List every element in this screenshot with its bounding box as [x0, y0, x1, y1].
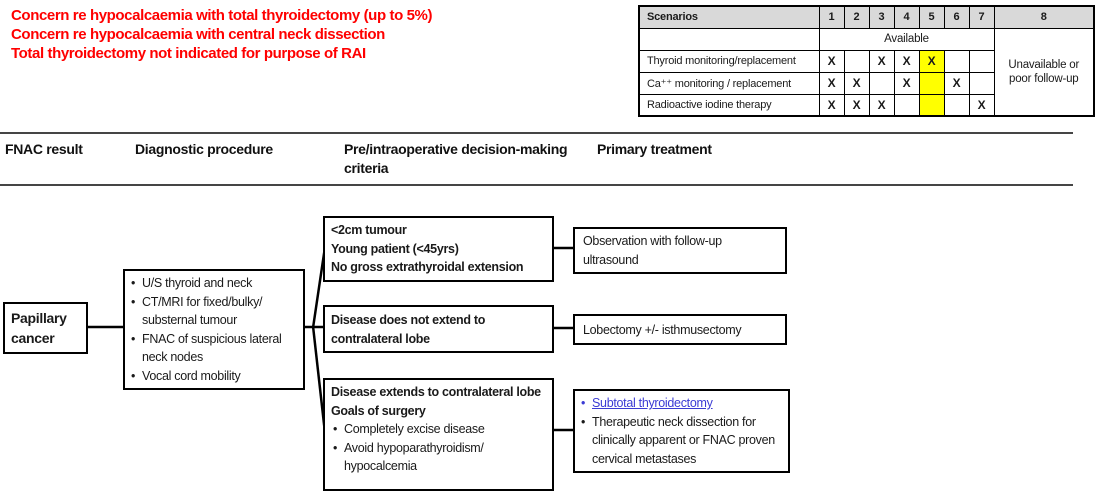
- criteria-line: No gross extrathyroidal extension: [331, 260, 524, 274]
- warning-note: Concern re hypocalcaemia with central ne…: [11, 26, 385, 43]
- scenarios-table: Scenarios 1 2 3 4 5 6 7 8 Available Unav…: [638, 5, 1095, 117]
- warning-note: Concern re hypocalcaemia with total thyr…: [11, 7, 433, 24]
- column-header-fnac-result: FNAC result: [5, 141, 83, 157]
- scenarios-title-cell: Scenarios: [638, 5, 820, 29]
- scenario-col-header: 1: [818, 5, 845, 29]
- goal-bullet: Completely excise disease: [331, 420, 546, 439]
- criteria-box-contralateral-extension: Disease extends to contralateral lobe Go…: [323, 378, 554, 491]
- warning-notes: Concern re hypocalcaemia with total thyr…: [11, 6, 432, 63]
- criteria-line: <2cm tumour: [331, 223, 407, 237]
- treatment-box-lobectomy: Lobectomy +/- isthmusectomy: [573, 314, 787, 345]
- column-header-diagnostic-procedure: Diagnostic procedure: [135, 141, 273, 157]
- diagnostic-bullet: Vocal cord mobility: [129, 367, 295, 386]
- treatment-box-observation: Observation with follow-up ultrasound: [573, 227, 787, 274]
- availability-cell-highlighted: [918, 93, 945, 117]
- treatment-box-subtotal-thyroidectomy: Subtotal thyroidectomy Therapeutic neck …: [573, 389, 790, 473]
- treatment-bullet: Therapeutic neck dissection for clinical…: [579, 413, 780, 469]
- warning-note: Total thyroidectomy not indicated for pu…: [11, 45, 366, 62]
- table-row: Radioactive iodine therapy X X X X: [638, 93, 1094, 117]
- criteria-heading: Disease extends to contralateral lobe: [331, 385, 541, 399]
- fnac-result-box: Papillary cancer: [3, 302, 88, 354]
- table-row: Thyroid monitoring/replacement X X X X: [638, 49, 1094, 73]
- diagnostic-bullet: CT/MRI for fixed/bulky/ substernal tumou…: [129, 293, 295, 330]
- divider-line-bottom: [0, 184, 1073, 186]
- table-header-row: Scenarios 1 2 3 4 5 6 7 8: [638, 5, 1095, 29]
- row-label: Thyroid monitoring/replacement: [638, 49, 820, 73]
- divider-line-top: [0, 132, 1073, 134]
- availability-cell: X: [968, 93, 995, 117]
- scenario-col-header: 3: [868, 5, 895, 29]
- criteria-box-small-tumour: <2cm tumour Young patient (<45yrs) No gr…: [323, 216, 554, 282]
- unavailable-label-cell: Unavailable or poor follow-up: [993, 27, 1095, 117]
- diagnostic-bullet: U/S thyroid and neck: [129, 274, 295, 293]
- column-header-decision-criteria: Pre/intraoperative decision-making crite…: [344, 141, 568, 176]
- availability-row: Available Unavailable or poor follow-up: [638, 27, 1095, 117]
- availability-cell-highlighted: [918, 71, 945, 95]
- row-label: Radioactive iodine therapy: [638, 93, 820, 117]
- subtotal-thyroidectomy-link[interactable]: Subtotal thyroidectomy: [592, 396, 713, 410]
- scenario-col-header: 5: [918, 5, 945, 29]
- goal-bullet: Avoid hypoparathyroidism/ hypocalcemia: [331, 439, 546, 476]
- scenario-col-header: 6: [943, 5, 970, 29]
- column-header-primary-treatment: Primary treatment: [597, 141, 712, 157]
- treatment-bullet: Subtotal thyroidectomy: [579, 394, 780, 413]
- criteria-subheading: Goals of surgery: [331, 403, 426, 418]
- diagnostic-procedure-box: U/S thyroid and neck CT/MRI for fixed/bu…: [123, 269, 305, 390]
- diagnostic-bullet: FNAC of suspicious lateral neck nodes: [129, 330, 295, 367]
- criteria-box-no-contralateral-extension: Disease does not extend to contralateral…: [323, 305, 554, 353]
- criteria-line: Young patient (<45yrs): [331, 241, 459, 256]
- availability-cell-highlighted: X: [918, 49, 945, 73]
- scenario-col-header: 8: [993, 5, 1095, 29]
